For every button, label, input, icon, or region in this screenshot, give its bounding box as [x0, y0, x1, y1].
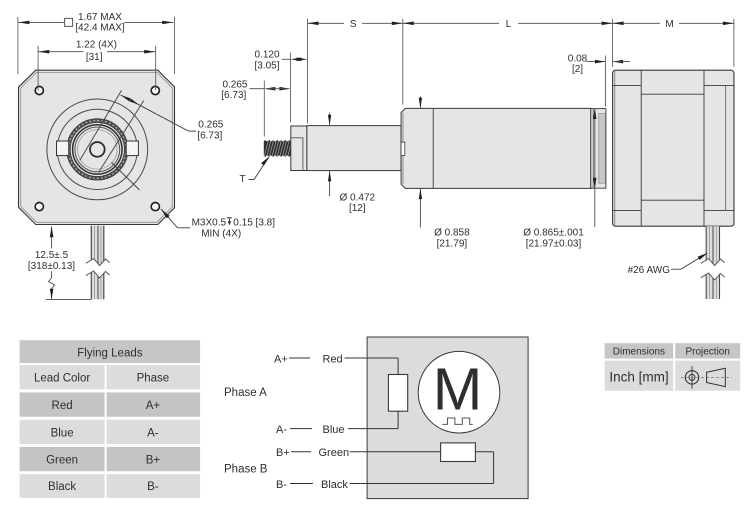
svg-text:0.265: 0.265	[222, 79, 247, 90]
svg-text:[12]: [12]	[349, 203, 366, 214]
svg-text:Ø 0.865±.001: Ø 0.865±.001	[523, 227, 584, 238]
svg-text:12.5±.5: 12.5±.5	[35, 250, 69, 261]
svg-text:Blue: Blue	[51, 427, 74, 439]
svg-text:Phase: Phase	[137, 373, 170, 385]
svg-text:Black: Black	[321, 479, 348, 491]
svg-text:1.22 (4X): 1.22 (4X)	[76, 39, 117, 50]
svg-text:M: M	[665, 19, 673, 30]
svg-text:A+: A+	[274, 354, 288, 366]
svg-text:[42.4 MAX]: [42.4 MAX]	[75, 23, 125, 34]
svg-text:L: L	[506, 19, 512, 30]
svg-text:Inch [mm]: Inch [mm]	[609, 370, 668, 385]
svg-text:Black: Black	[48, 481, 76, 493]
svg-text:M: M	[433, 355, 483, 422]
svg-text:A-: A-	[276, 424, 287, 436]
svg-text:T: T	[240, 174, 246, 185]
svg-text:B+: B+	[146, 454, 161, 466]
svg-text:B+: B+	[276, 447, 290, 459]
svg-text:Dimensions: Dimensions	[613, 347, 665, 358]
svg-text:[31]: [31]	[86, 52, 103, 63]
svg-text:[2]: [2]	[572, 64, 583, 75]
svg-text:Green: Green	[46, 454, 78, 466]
svg-text:[21.79]: [21.79]	[437, 238, 468, 249]
svg-text:Ø 0.472: Ø 0.472	[340, 192, 376, 203]
svg-text:Lead Color: Lead Color	[34, 373, 90, 385]
svg-text:Phase B: Phase B	[224, 464, 268, 476]
svg-text:Red: Red	[52, 400, 73, 412]
svg-text:[3.05]: [3.05]	[254, 60, 279, 71]
svg-text:0.08: 0.08	[568, 53, 588, 64]
svg-text:B-: B-	[147, 481, 159, 493]
svg-text:[6.73]: [6.73]	[221, 90, 246, 101]
svg-text:B-: B-	[276, 479, 287, 491]
svg-text:0.15 [3.8]: 0.15 [3.8]	[233, 218, 275, 229]
svg-text:1.67 MAX: 1.67 MAX	[78, 12, 122, 23]
svg-text:Flying Leads: Flying Leads	[77, 348, 142, 360]
svg-text:Green: Green	[319, 447, 350, 459]
svg-text:A-: A-	[147, 427, 159, 439]
svg-text:Red: Red	[323, 354, 343, 366]
svg-text:[318±0.13]: [318±0.13]	[28, 261, 75, 272]
svg-text:MIN (4X): MIN (4X)	[201, 228, 241, 239]
svg-text:M3X0.5: M3X0.5	[192, 218, 227, 229]
svg-text:#26 AWG: #26 AWG	[628, 265, 671, 276]
svg-text:Phase A: Phase A	[224, 387, 267, 399]
svg-text:S: S	[350, 19, 357, 30]
svg-text:Ø 0.858: Ø 0.858	[434, 227, 470, 238]
svg-text:[6.73]: [6.73]	[197, 131, 222, 142]
svg-text:0.120: 0.120	[254, 50, 279, 61]
svg-text:0.265: 0.265	[198, 120, 223, 131]
svg-text:Projection: Projection	[685, 347, 729, 358]
svg-text:A+: A+	[146, 400, 161, 412]
svg-text:Blue: Blue	[323, 424, 345, 436]
svg-text:[21.97±0.03]: [21.97±0.03]	[526, 238, 582, 249]
